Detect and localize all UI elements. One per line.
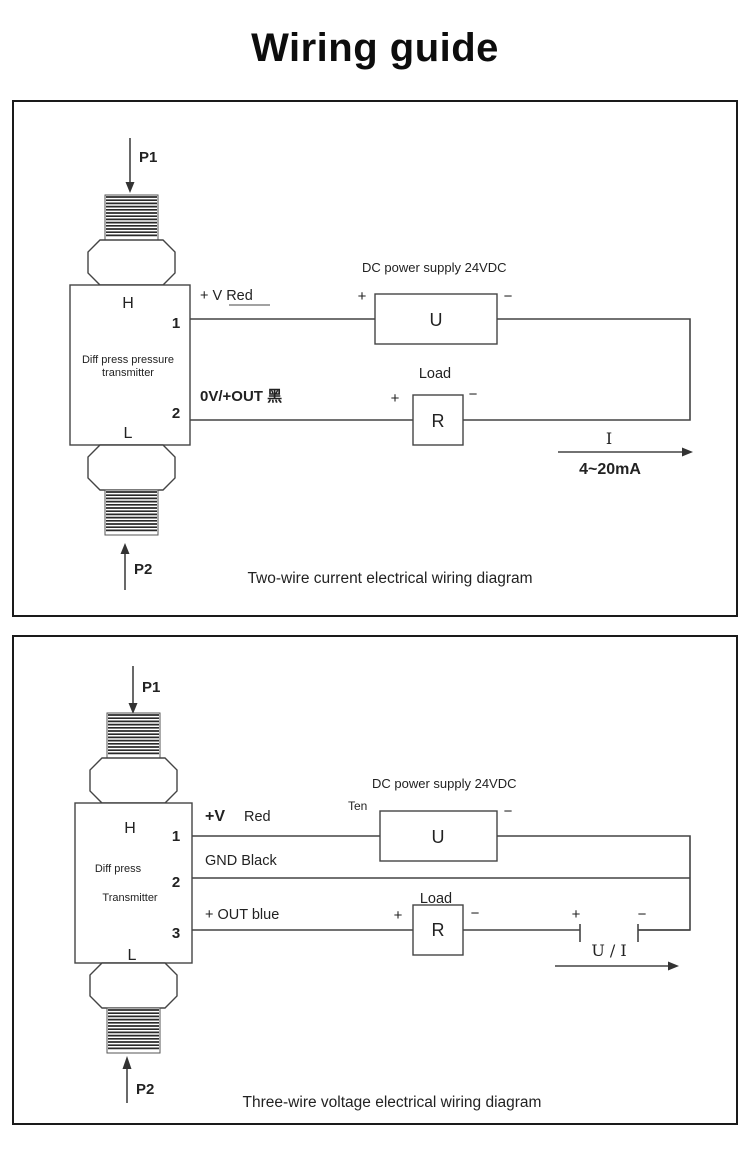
port-l-label: L [124,425,133,442]
supply-symbol: U [430,310,443,330]
load-symbol: R [432,920,445,940]
threaded-fitting-top [104,194,159,241]
wiring-guide-page: Wiring guide P1 H 1 Diff press pressure … [12,25,738,1125]
load-box [412,394,464,446]
p1-arrow [125,138,135,193]
load-label: Load [419,366,451,382]
load-minus-sign: − [469,386,478,403]
panel-frame [12,635,738,1125]
port-h-label: H [122,295,134,312]
out-plus-sign: + [572,906,581,923]
port-h-label: H [124,820,136,837]
wire-supply-return [497,835,691,931]
wire1-label-color: Red [244,809,271,825]
p2-arrow [122,1056,132,1103]
p2-label: P2 [134,561,152,578]
panel-frame [12,100,738,617]
threaded-fitting-bottom [104,489,159,536]
device-name-line1: Diff press [95,863,142,875]
p1-label: P1 [142,679,160,696]
hex-nut-bottom [89,962,178,1009]
wire3-label: + OUT blue [205,907,279,923]
terminal-1-label: 1 [172,828,180,845]
supply-box [374,293,498,345]
output-arrow [555,961,679,971]
p1-arrow [128,666,138,714]
load-plus-sign: + [391,390,400,407]
load-plus-sign: + [394,907,403,924]
load-symbol: R [432,411,445,431]
load-minus-sign: − [471,905,480,922]
load-label: Load [420,891,452,907]
two-wire-panel: P1 H 1 Diff press pressure transmitter 2… [12,100,738,617]
device-name-line2: transmitter [102,367,154,379]
wire1-label-plus-v: +V [205,808,225,825]
hex-nut-top [89,757,178,804]
terminal-2-label: 2 [172,874,180,891]
threaded-fitting-top [106,712,161,759]
transmitter-body [74,802,193,964]
two-wire-caption: Two-wire current electrical wiring diagr… [247,570,532,587]
three-wire-panel: P1 H 1 Diff press 2 Transmitter 3 L P2 +… [12,635,738,1125]
output-current-arrow [558,447,693,457]
device-name-line2: Transmitter [102,892,158,904]
p2-label: P2 [136,1081,154,1098]
supply-label: DC power supply 24VDC [372,776,517,791]
supply-plus-sign: + [358,288,367,305]
device-name-line1: Diff press pressure [82,354,174,366]
output-symbol: U / I [591,941,626,960]
ten-label: Ten [348,799,367,813]
transmitter-body [69,284,191,446]
out-minus-sign: − [638,906,647,923]
threaded-fitting-bottom [106,1007,161,1054]
p2-arrow [120,543,130,590]
wire2-label: 0V/+OUT 黑 [200,388,282,405]
wire2-label: GND Black [205,853,277,869]
supply-label: DC power supply 24VDC [362,260,507,275]
supply-symbol: U [432,827,445,847]
wire-supply-to-load [463,318,691,421]
wire1-label: + V Red [200,288,253,304]
port-l-label: L [128,947,137,964]
output-current-symbol: I [606,429,612,448]
supply-minus-sign: − [504,803,513,820]
three-wire-diagram: P1 H 1 Diff press 2 Transmitter 3 L P2 +… [12,635,738,1125]
terminal-3-label: 3 [172,925,180,942]
terminal-1-label: 1 [172,315,180,332]
p1-label: P1 [139,149,157,166]
supply-minus-sign: − [504,288,513,305]
page-title: Wiring guide [251,25,499,70]
output-range-label: 4~20mA [579,461,641,478]
terminal-2-label: 2 [172,405,180,422]
two-wire-diagram: P1 H 1 Diff press pressure transmitter 2… [12,100,738,617]
hex-nut-top [87,239,176,286]
supply-box [379,810,498,862]
three-wire-caption: Three-wire voltage electrical wiring dia… [243,1094,542,1111]
hex-nut-bottom [87,444,176,491]
